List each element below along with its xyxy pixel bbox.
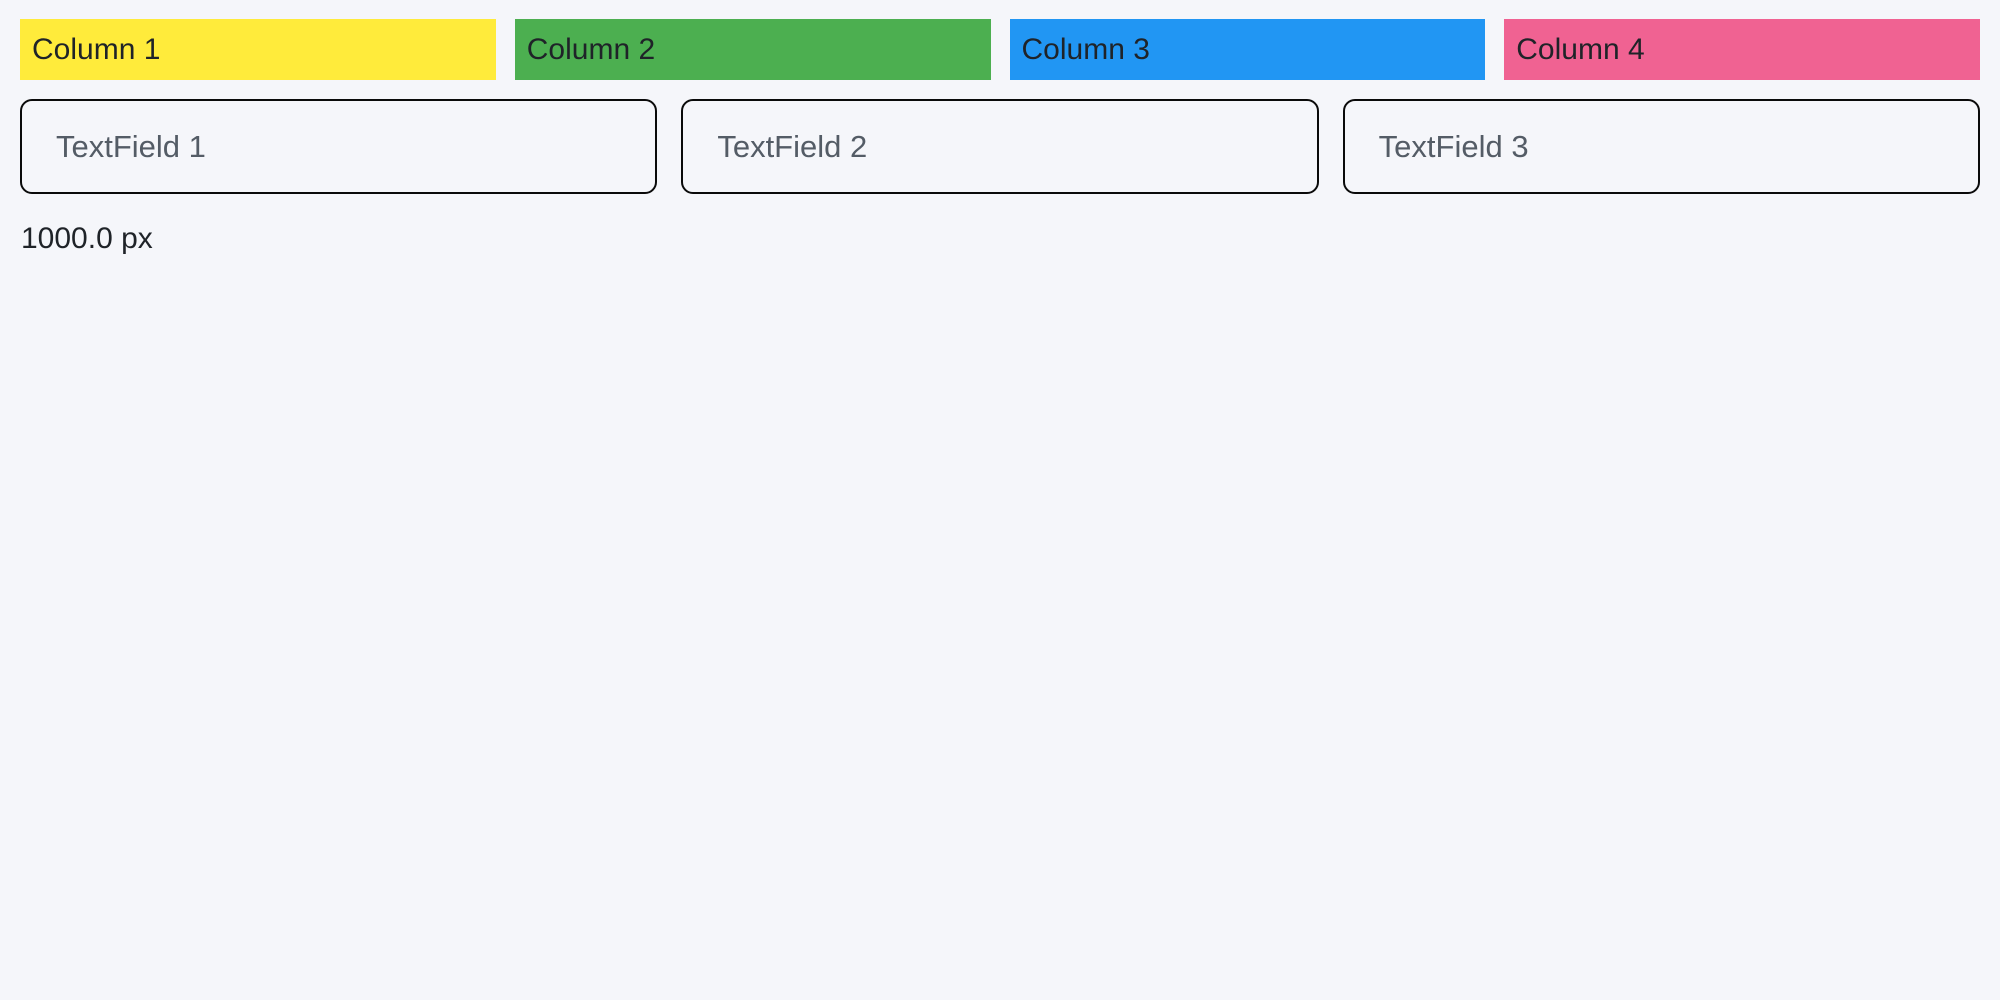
column-3: Column 3	[1009, 19, 1486, 80]
column-3-label: Column 3	[1021, 32, 1150, 66]
column-1: Column 1	[20, 19, 496, 80]
textfield-2[interactable]	[681, 99, 1319, 194]
column-4-label: Column 4	[1516, 32, 1645, 66]
textfield-1[interactable]	[20, 99, 658, 194]
columns-row: Column 1 Column 2 Column 3 Column 4	[20, 19, 1980, 80]
column-2: Column 2	[514, 19, 991, 80]
column-1-label: Column 1	[32, 32, 161, 66]
textfields-row	[20, 99, 1980, 194]
column-4: Column 4	[1504, 19, 1980, 80]
textfield-3[interactable]	[1342, 99, 1980, 194]
column-2-label: Column 2	[526, 32, 656, 66]
width-label: 1000.0 px	[21, 222, 153, 255]
